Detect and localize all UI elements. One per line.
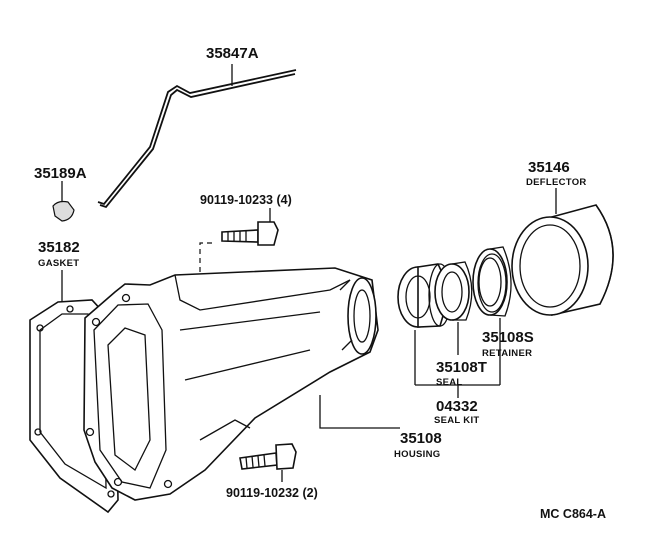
rod-part-number: 35847A: [206, 45, 259, 62]
seal-part-number: 35108T: [436, 359, 487, 376]
seal-kit-part-number: 04332: [436, 398, 478, 415]
bolt-upper-part-number: 90119-10233 (4): [200, 193, 292, 207]
housing-part-number: 35108: [400, 430, 442, 447]
seal-part-name: SEAL: [436, 377, 463, 388]
retainer-part-number: 35108S: [482, 329, 534, 346]
housing-part: [83, 267, 400, 501]
gasket-part-name: GASKET: [38, 258, 79, 269]
seal-ring-part: [434, 261, 473, 355]
retainer-part: [472, 246, 512, 385]
bolt-upper-part: [199, 208, 279, 345]
deflector-part-name: DEFLECTOR: [526, 177, 587, 188]
bolt-lower-part-number: 90119-10232 (2): [226, 486, 318, 500]
bolt-lower-part: [239, 443, 297, 482]
figure-code: MC C864-A: [540, 507, 606, 521]
deflector-part-number: 35146: [528, 159, 570, 176]
rod-part: [97, 64, 297, 209]
gasket-part-number: 35182: [38, 239, 80, 256]
retainer-part-name: RETAINER: [482, 348, 532, 359]
seal-kit-part-name: SEAL KIT: [434, 415, 480, 426]
deflector-part: [511, 188, 614, 316]
plug-part-number: 35189A: [34, 165, 87, 182]
plug-part: [52, 181, 75, 222]
housing-part-name: HOUSING: [394, 449, 440, 460]
